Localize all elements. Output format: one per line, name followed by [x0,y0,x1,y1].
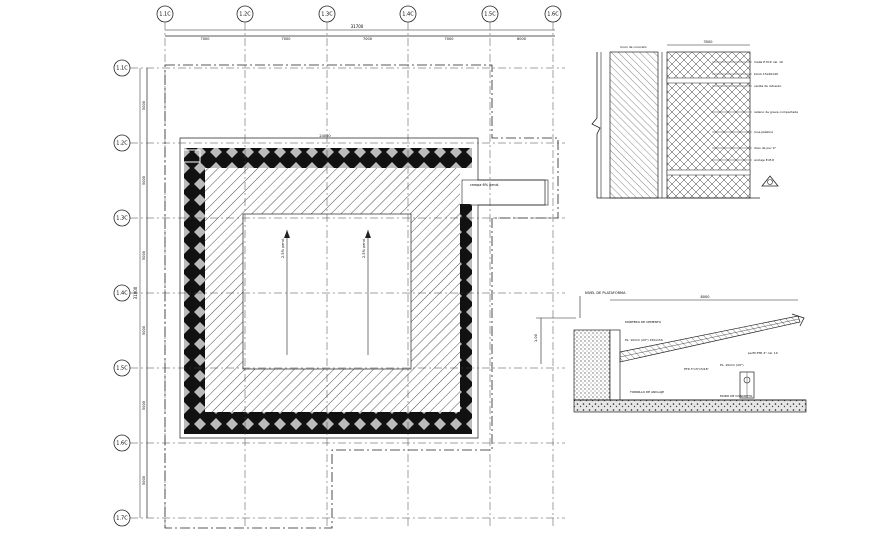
slope-arrow-1 [284,230,290,238]
top-grid-bubble: 1.6C [544,5,562,23]
slope-arrow-2 [365,230,371,238]
left-grid-bubble: 1.3C [113,209,131,227]
ramp-notch [460,168,474,204]
ramp-label: rampa 6% pend. [470,183,499,187]
top-grid-bubble: 1.2C [236,5,254,23]
svg-text:1.3C: 1.3C [116,216,128,222]
band-top [666,77,751,84]
svg-text:1.5C: 1.5C [116,366,128,372]
left-grid-bubble: 1.4C [113,284,131,302]
section-label: PL. 10mm (20") 150x150 [625,338,663,342]
concrete-wall [609,51,659,199]
section-label: PL. 10mm (20") [720,363,744,367]
wall-break-line [591,52,601,198]
svg-text:1.4C: 1.4C [116,291,128,297]
section-dim: 8000 [701,295,710,299]
left-dimension-label: 5000 [142,101,146,110]
top-grid-bubble: 1.5C [481,5,499,23]
wall-detail-labels: muro de concreto malla E.M.P. cal. 10 bloc… [620,45,798,162]
top-dimension-labels: 7000 7000 7000 7000 6000 [201,37,526,41]
top-dimension-label: 7000 [201,37,210,41]
top-grid-axes: 1.1C 1.2C 1.3C 1.4C 1.5C 1.6C [156,5,562,23]
svg-text:1.5C: 1.5C [484,12,496,18]
top-overall-dimension: 31700 [351,24,364,29]
slope-label-2: 2.5% pend. [362,238,366,258]
top-grid-bubble: 1.3C [318,5,336,23]
left-grid-bubble: 1.1C [113,59,131,77]
svg-text:1.7C: 1.7C [116,516,128,522]
left-grid-bubble: 1.6C [113,434,131,452]
top-grid-bubble: 1.4C [399,5,417,23]
section-label: PTR 3"x3"x3/16" [684,367,710,371]
left-dimension-label: 5000 [142,401,146,410]
band-bottom [666,169,751,176]
ramp-end-cap [791,313,805,327]
grid-lines [130,22,565,528]
wall-detail-dim: 3500 [704,40,713,44]
top-dimension-label: 7000 [363,37,372,41]
wall-label: malla E.M.P. cal. 10 [754,60,783,64]
level-marker [536,317,576,364]
section-label: TORNILLO DE ANCLAJE [629,390,664,394]
ramp-box [461,179,549,206]
top-dimension-label: 6000 [517,37,526,41]
site-plan: rampa 6% pend. 24000 2.5% pend. 2.5% pen… [164,64,559,529]
section-detail-labels: MORTERO DE CEMENTO PL. 10mm (20") 150x150… [625,320,778,398]
left-dimension-label: 5000 [142,476,146,485]
plan-top-label: 24000 [319,134,330,138]
section-label: perfil PTR 4" cal. 10 [748,351,778,355]
lot-boundary [164,64,559,529]
left-dimension-label: 5000 [142,326,146,335]
corner-step [184,149,201,163]
wall-label: block 15x20x40 [754,72,778,76]
wall-label: muro de concreto [620,45,647,49]
left-dimension-label: 5000 [142,176,146,185]
wall-label: lona plástica [754,130,773,134]
svg-text:1.2C: 1.2C [116,141,128,147]
left-grid-bubble: 1.7C [113,509,131,527]
svg-text:1.3C: 1.3C [321,12,333,18]
section-level-label: NIVEL DE PLATAFORMA [585,291,626,295]
svg-text:1.2C: 1.2C [239,12,251,18]
svg-text:1.6C: 1.6C [116,441,128,447]
section-marker [761,175,779,187]
section-wall [573,329,611,401]
wall-label: dren de pvc 4" [754,146,777,150]
wall-label: relleno de grava compactada [754,110,798,114]
section-label: MORTERO DE CEMENTO [625,320,662,324]
wall-label: varilla de refuerzo [754,84,781,88]
section-marker-dot [767,179,773,185]
top-dimension-label: 7000 [445,37,454,41]
ramp-beam-axis [619,318,800,358]
level-height: 1.00 [534,334,538,342]
section-column [609,329,621,401]
wall-detail: 3500 muro de concreto malla E.M.P. cal. 1… [591,40,798,199]
ramp-beam [619,315,801,363]
left-dimension-label: 5000 [142,251,146,260]
left-dimension-labels: 5000 5000 5000 5000 5000 5000 [142,101,146,485]
slope-label-1: 2.5% pend. [281,238,285,258]
svg-text:1.6C: 1.6C [547,12,559,18]
section-label: MURO DE CONCRETO [720,394,753,398]
ground-fill [573,399,807,413]
svg-text:1.1C: 1.1C [159,12,171,18]
ramp-section-detail: 8000 NIVEL DE PLATAFORMA 1.00 MORTERO DE… [534,291,807,413]
svg-text:1.1C: 1.1C [116,66,128,72]
left-grid-bubble: 1.5C [113,359,131,377]
left-grid-bubble: 1.2C [113,134,131,152]
svg-text:1.4C: 1.4C [402,12,414,18]
left-grid-axes: 1.1C 1.2C 1.3C 1.4C 1.5C 1.6C 1.7C [113,59,131,527]
wall-label: anclaje E.M.P. [754,158,774,162]
top-dimension-label: 7000 [282,37,291,41]
top-grid-bubble: 1.1C [156,5,174,23]
